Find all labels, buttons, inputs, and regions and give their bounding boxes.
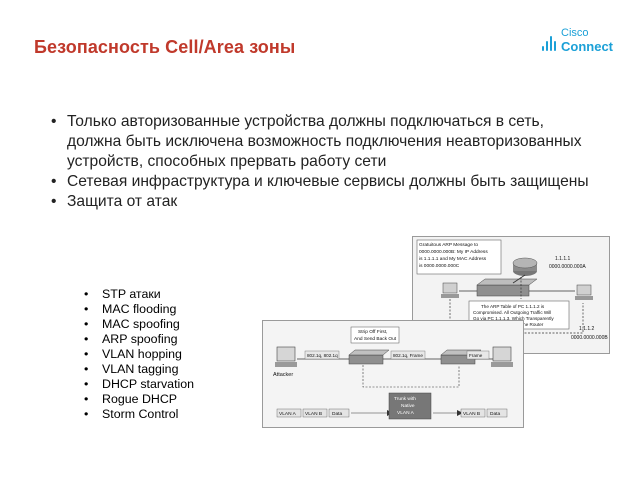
strip-line: Strip Off First,: [358, 329, 388, 335]
frame-field: VLAN A: [279, 411, 297, 417]
bullet-item: Защита от атак: [44, 192, 589, 212]
attack-item: VLAN hopping: [84, 347, 194, 362]
arp-note-line: Go via PC 1.1.1.3, Which Transparently: [473, 316, 554, 321]
attack-item: VLAN tagging: [84, 362, 194, 377]
frame-field: Data: [332, 411, 342, 417]
victim-pc-icon: [491, 346, 513, 367]
attacker-pc-icon: [441, 282, 459, 298]
pc-mac: 0000.0000.000B: [571, 335, 608, 341]
attack-item: Storm Control: [84, 407, 194, 422]
frame-label: Frame: [469, 353, 483, 358]
logo-brand: Cisco: [561, 27, 589, 39]
attack-item: MAC flooding: [84, 302, 194, 317]
arp-note-line: The ARP Table of PC 1.1.1.2 is: [481, 304, 545, 309]
pc-ip: 1.1.1.2: [579, 326, 595, 332]
cisco-bars-icon: [542, 35, 558, 51]
router-ip: 1.1.1.1: [555, 256, 571, 262]
switch-icon: [476, 278, 538, 297]
vlan-hopping-figure: Attacker 802.1q, 802.1q 802.1q, Frame Fr…: [262, 320, 524, 428]
attack-item: STP атаки: [84, 287, 194, 302]
attacker-label: Attacker: [273, 372, 293, 378]
router-mac: 0000.0000.000A: [549, 264, 586, 270]
router-icon: [512, 257, 538, 276]
attack-item: MAC spoofing: [84, 317, 194, 332]
tag-label: 802.1q, Frame: [393, 353, 423, 358]
bullet-item: Сетевая инфраструктура и ключевые сервис…: [44, 172, 589, 192]
arp-note-line: Compromised. All Outgoing Traffic Will: [473, 310, 551, 315]
slide-title: Безопасность Cell/Area зоны: [34, 37, 296, 57]
frame-field: VLAN B: [463, 411, 480, 417]
trunk-line: Trunk with: [394, 396, 416, 402]
gratuitous-line: is 0000.0000.000C: [419, 263, 460, 269]
attack-item: DHCP starvation: [84, 377, 194, 392]
main-bullet-list: Только авторизованные устройства должны …: [44, 112, 589, 212]
logo-word: Connect: [561, 39, 613, 54]
cisco-connect-logo: Cisco Connect: [542, 26, 622, 58]
gratuitous-line: Gratuitous ARP Message to: [419, 242, 478, 248]
frame-field: VLAN B: [305, 411, 322, 417]
gratuitous-line: is 1.1.1.1 and My MAC Address: [419, 256, 487, 262]
attacker-pc-icon: [275, 346, 297, 367]
trunk-line: VLAN A: [397, 410, 415, 416]
target-pc-icon: [575, 284, 593, 300]
attack-item: ARP spoofing: [84, 332, 194, 347]
strip-line: And Send Back Out: [354, 336, 397, 342]
attack-list: STP атаки MAC flooding MAC spoofing ARP …: [84, 287, 194, 422]
switch-icon: [348, 349, 390, 365]
frame-field: Data: [490, 411, 500, 417]
tag-label: 802.1q, 802.1q: [307, 353, 338, 358]
gratuitous-line: 0000.0000.000B: My IP Address: [419, 249, 488, 255]
attack-item: Rogue DHCP: [84, 392, 194, 407]
trunk-line: Native: [401, 403, 415, 409]
bullet-item: Только авторизованные устройства должны …: [44, 112, 589, 172]
